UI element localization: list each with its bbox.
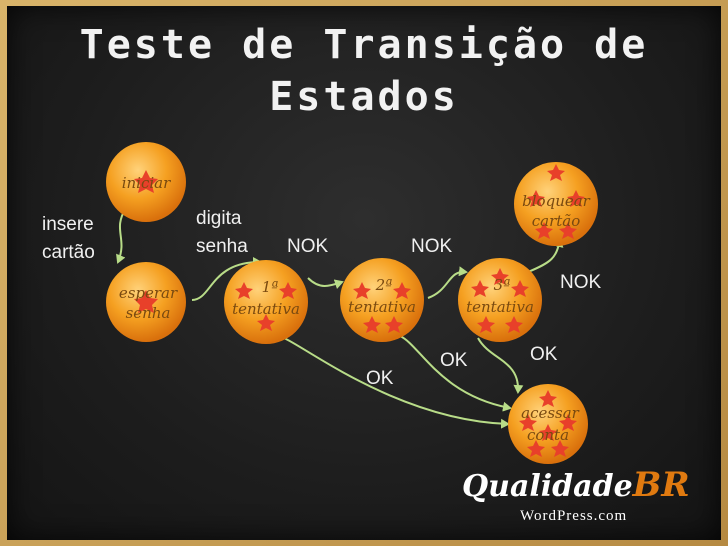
- transition-arrows: [116, 207, 564, 429]
- arrow-t1-t2: [307, 277, 344, 289]
- state-label: tentativa: [232, 300, 300, 318]
- arrow-t2-acessar: [399, 335, 512, 412]
- transition-label: OK: [366, 368, 394, 389]
- transition-label: OK: [530, 344, 558, 365]
- arrow-iniciar-esperar: [116, 207, 127, 264]
- arrow-t1-acessar: [283, 337, 510, 429]
- state-label: tentativa: [466, 298, 534, 316]
- brand-name: QualidadeBR: [462, 465, 690, 505]
- state-label: bloquear: [522, 192, 591, 210]
- state-label: cartão: [532, 212, 581, 230]
- transition-label: NOK: [411, 236, 453, 257]
- arrow-t3-acessar: [477, 337, 524, 394]
- arrow-esperar-t1: [191, 257, 262, 301]
- state-label: senha: [126, 304, 171, 322]
- state-node-3a-tentativa: 3ª tentativa: [458, 258, 542, 342]
- state-node-acessar-conta: acessar conta: [508, 384, 588, 464]
- brand-logo: QualidadeBR WordPress.com: [462, 465, 690, 524]
- state-label: tentativa: [348, 298, 416, 316]
- state-node-1a-tentativa: 1ª tentativa: [224, 260, 308, 344]
- brand-host: WordPress.com: [520, 508, 627, 524]
- state-label: 2ª: [375, 276, 393, 294]
- diagram-title-line2: Estados: [269, 74, 459, 120]
- transition-label: NOK: [287, 236, 329, 257]
- transition-label: senha: [196, 236, 248, 257]
- state-label: 1ª: [262, 278, 279, 296]
- arrow-t2-t3: [427, 266, 468, 299]
- transition-label: insere: [42, 214, 94, 235]
- state-node-iniciar: iniciar: [106, 142, 186, 222]
- state-node-esperar-senha: esperar senha: [106, 262, 186, 342]
- transition-label: OK: [440, 350, 468, 371]
- state-label: 3ª: [494, 276, 511, 294]
- state-label: conta: [527, 426, 569, 444]
- diagram-title-line1: Teste de Transição de: [80, 22, 649, 68]
- transition-label: cartão: [42, 242, 95, 263]
- transition-label: NOK: [560, 272, 602, 293]
- state-node-2a-tentativa: 2ª tentativa: [340, 258, 424, 342]
- state-label: esperar: [119, 284, 178, 302]
- state-label: iniciar: [122, 174, 171, 192]
- transition-label: digita: [196, 208, 242, 229]
- state-label: acessar: [521, 404, 580, 422]
- state-node-bloquear-cartao: bloquear cartão: [514, 162, 598, 246]
